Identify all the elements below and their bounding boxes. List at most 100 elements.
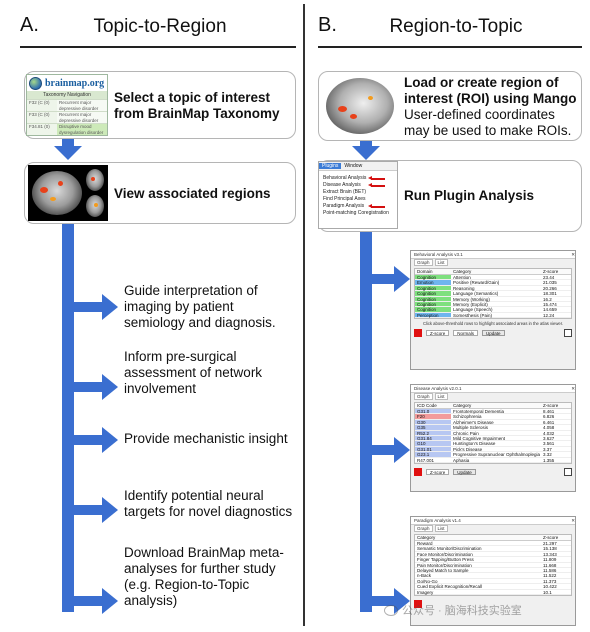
roi-brain-image xyxy=(324,76,396,136)
color-swatch[interactable] xyxy=(414,599,422,608)
mango-plugins-menu-thumbnail: Plugins Window Behavioral Analysis Disea… xyxy=(318,161,398,229)
brainmap-logo-text: brainmap.org xyxy=(45,77,105,89)
panel-b-letter: B. xyxy=(318,14,337,36)
export-icon[interactable] xyxy=(564,329,572,338)
tab-graph[interactable]: Graph xyxy=(414,525,433,532)
taxonomy-header: Taxonomy Navigation xyxy=(27,91,107,99)
menu-item-behavioral-analysis[interactable]: Behavioral Analysis xyxy=(319,175,397,182)
outcome-mechanistic-insight: Provide mechanistic insight xyxy=(124,431,288,446)
panel-a-step2-text: View associated regions xyxy=(114,186,271,201)
update-button[interactable]: Update xyxy=(482,330,505,337)
color-swatch[interactable] xyxy=(414,329,422,338)
tab-graph[interactable]: Graph xyxy=(414,259,433,266)
taxonomy-row: F33 (C (0) Recurrent major depressive di… xyxy=(27,111,107,123)
wechat-icon xyxy=(384,604,398,616)
export-icon[interactable] xyxy=(564,467,572,476)
zscore-select[interactable]: Z-score xyxy=(426,468,450,475)
tab-graph[interactable]: Graph xyxy=(414,393,433,400)
outcome-guide-interpretation: Guide interpretation of imaging by patie… xyxy=(124,283,276,330)
panel-a-letter: A. xyxy=(20,14,39,36)
arrow-b1-shaft xyxy=(360,140,372,148)
table-header: Category Z-score xyxy=(415,535,571,541)
tab-list[interactable]: List xyxy=(434,525,448,532)
red-arrow-icon xyxy=(368,176,385,180)
arrow-b-branches xyxy=(366,266,410,614)
watermark-text: 公众号 · 脑海科技实验室 xyxy=(402,605,522,617)
panel-a-step1-text: Select a topic of interest from BrainMap… xyxy=(114,90,280,121)
arrow-b-trunk xyxy=(360,232,372,612)
window-controls xyxy=(411,598,575,610)
menu-item-extract-brain[interactable]: Extract Brain (BET) xyxy=(323,189,367,195)
outcome-neural-targets: Identify potential neural targets for no… xyxy=(124,488,293,519)
color-swatch[interactable] xyxy=(414,467,422,476)
menu-item-paradigm-analysis[interactable]: Paradigm Analysis xyxy=(319,203,397,210)
panel-a-title-rule xyxy=(20,46,296,48)
panel-b-step2-text: Run Plugin Analysis xyxy=(404,188,535,203)
tab-list[interactable]: List xyxy=(434,393,448,400)
menu-tab-plugins[interactable]: Plugins xyxy=(319,163,342,169)
normals-select[interactable]: Normals xyxy=(453,330,479,337)
table-header: Domain Category Z-score xyxy=(415,269,571,275)
close-icon[interactable]: ✕ xyxy=(571,518,575,523)
globe-icon xyxy=(29,76,42,90)
window-title: Disease Analysis v2.0.1 xyxy=(414,386,462,391)
brainmap-taxonomy-thumbnail: brainmap.org Taxonomy Navigation F32 (C … xyxy=(26,74,108,136)
menu-item-point-matching[interactable]: Point-matching Coregistration xyxy=(323,210,389,216)
tab-list[interactable]: List xyxy=(434,259,448,266)
close-icon[interactable]: ✕ xyxy=(571,252,575,257)
red-arrow-icon xyxy=(368,204,385,208)
arrow-a-trunk xyxy=(62,222,74,612)
panel-divider xyxy=(303,4,305,626)
panel-b-step1-text: User-defined coordinates may be used to … xyxy=(404,107,572,138)
window-title: Behavioral Analysis v3.1 xyxy=(414,252,463,257)
panel-a-title: Topic-to-Region xyxy=(93,16,227,37)
close-icon[interactable]: ✕ xyxy=(571,386,575,391)
update-button[interactable]: Update xyxy=(453,468,476,475)
menu-tab-window[interactable]: Window xyxy=(344,163,363,169)
menu-item-find-principal-axes[interactable]: Find Principal Axes xyxy=(323,196,366,202)
window-title: Paradigm Analysis v1.4 xyxy=(414,518,461,523)
arrow-a-branches xyxy=(68,294,118,614)
zscore-select[interactable]: Z-score xyxy=(426,330,450,337)
outcome-inform-presurgical: Inform pre-surgical assessment of networ… xyxy=(124,349,263,396)
menu-item-disease-analysis[interactable]: Disease Analysis xyxy=(319,182,397,189)
arrow-a1-shaft xyxy=(62,138,74,148)
taxonomy-row-highlighted: F34.81 (0) Disruptive mood dysregulation… xyxy=(27,123,107,135)
window-note: Click above-threshold rows to highlight … xyxy=(422,321,564,327)
panel-a-flow-arrows xyxy=(54,138,118,614)
panel-b-flow-arrows xyxy=(352,140,410,614)
